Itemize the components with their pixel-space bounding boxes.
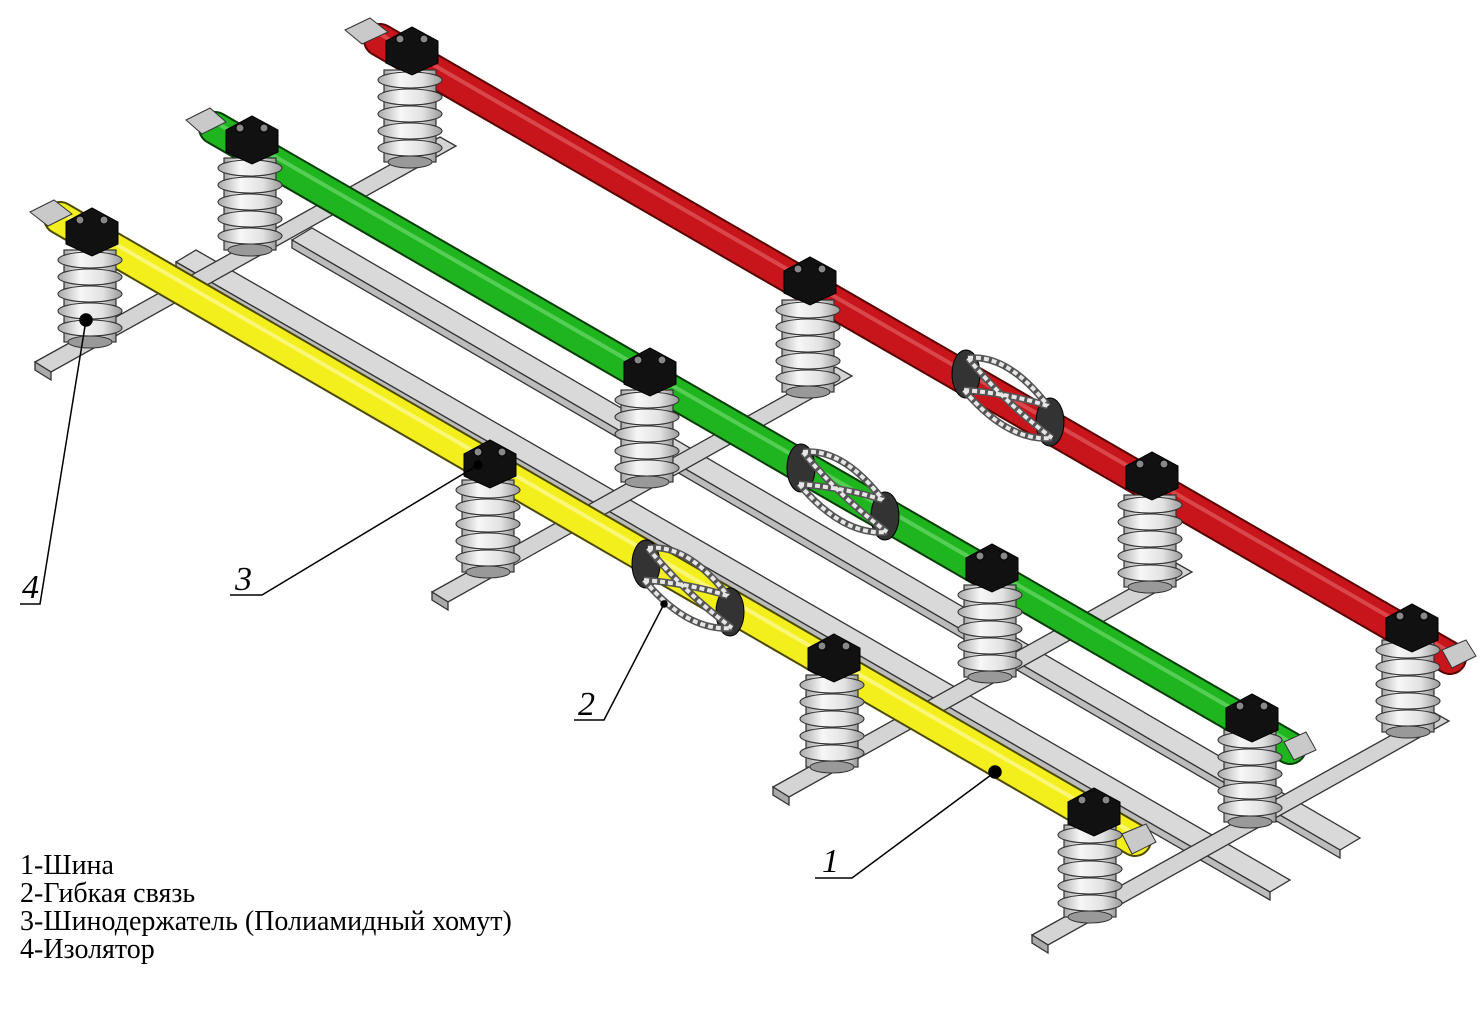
- bus-terminal: [344, 17, 389, 45]
- bus-holder-clamp: [65, 207, 119, 257]
- bus-bar-green: [185, 107, 1317, 765]
- legend-item-1: 1-Шина: [20, 850, 114, 881]
- bus-bar-red: [344, 17, 1477, 675]
- insulator: [775, 299, 841, 399]
- legend-item-3: 3-Шинодержатель (Полиамидный хомут): [20, 906, 512, 937]
- bus-terminal: [1283, 731, 1317, 761]
- callout-2: 2: [578, 686, 595, 723]
- bus-holder-clamp: [783, 256, 837, 306]
- insulator: [1057, 824, 1123, 924]
- bus-holder-clamp: [385, 26, 439, 76]
- bus-bar-yellow: [29, 199, 1157, 857]
- bus-terminal: [185, 107, 227, 135]
- bus-holder-clamp: [1067, 787, 1121, 837]
- flexible-links: [631, 349, 1065, 637]
- bus-holder-clamp: [463, 439, 517, 489]
- legend-item-2: 2-Гибкая связь: [20, 878, 196, 909]
- leader-lines: [20, 313, 1002, 879]
- bus-holder-clamp: [623, 347, 677, 397]
- bus-terminal: [1441, 639, 1477, 669]
- insulator: [57, 249, 123, 349]
- leader-line-4: [20, 319, 87, 605]
- insulator: [957, 584, 1023, 684]
- crossbar: [34, 360, 52, 382]
- bus-holder-clamp: [1385, 603, 1439, 653]
- leader-line-3: [230, 464, 479, 596]
- leader-line-2: [574, 603, 665, 721]
- flexible-link: [631, 539, 745, 637]
- flexible-link: [951, 349, 1065, 447]
- bus-holder-clamp: [1125, 451, 1179, 501]
- insulator: [217, 157, 283, 257]
- flexible-link: [786, 443, 900, 541]
- insulator: [799, 674, 865, 774]
- leader-line-1: [815, 771, 996, 879]
- bus-holder-clamp: [965, 543, 1019, 593]
- insulator: [1375, 639, 1441, 739]
- bus-terminal: [29, 199, 73, 227]
- bus-holder-clamp: [1225, 693, 1279, 743]
- callout-4: 4: [22, 569, 39, 606]
- insulator: [1217, 729, 1283, 829]
- insulator: [455, 479, 521, 579]
- insulator: [1117, 494, 1183, 594]
- bus-holders: [65, 26, 1439, 837]
- insulator: [614, 389, 680, 489]
- legend-item-4: 4-Изолятор: [20, 934, 155, 965]
- frame-channels: [174, 227, 1362, 902]
- crossbar: [772, 785, 790, 807]
- crossbar: [431, 590, 449, 612]
- insulators: [57, 69, 1441, 924]
- legend: 1-Шина 2-Гибкая связь 3-Шинодержатель (П…: [20, 852, 512, 964]
- callout-3: 3: [234, 561, 252, 598]
- leader-dot-1: [988, 765, 1002, 779]
- bus-holder-clamp: [225, 115, 279, 165]
- insulator: [377, 69, 443, 169]
- leader-dot-3: [473, 460, 483, 470]
- leader-dot-2: [660, 600, 668, 608]
- crossbar: [1031, 933, 1049, 955]
- bus-terminal: [1121, 823, 1157, 855]
- bus-holder-clamp: [807, 633, 861, 683]
- leader-dot-4: [79, 313, 93, 327]
- callout-1: 1: [822, 843, 839, 880]
